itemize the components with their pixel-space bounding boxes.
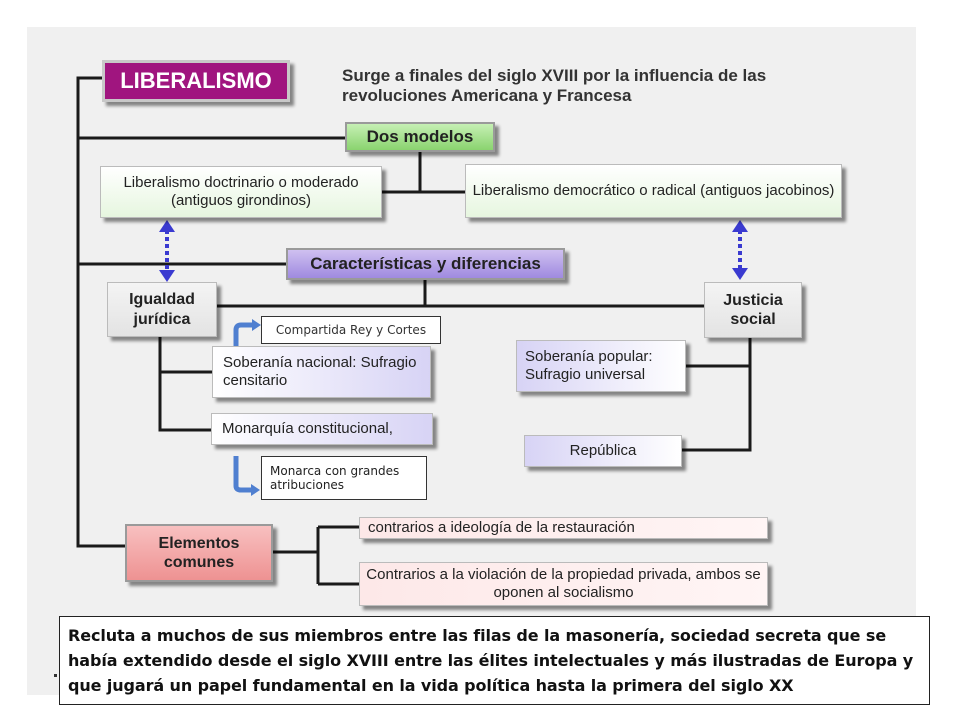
igualdad-to-monarquia (158, 337, 211, 432)
elementos-comunes-box: Elementos comunes (125, 524, 273, 582)
republica-box: República (524, 435, 682, 467)
masoneria-text-box: Recluta a muchos de sus miembros entre l… (59, 616, 930, 705)
justicia-to-republica (682, 338, 752, 452)
stray-dot (54, 674, 57, 677)
caracteristicas-diferencias-box: Características y diferencias (286, 248, 565, 280)
monarca-note: Monarca con grandes atribuciones (261, 456, 427, 500)
monarquia-constitucional-box: Monarquía constitucional, (211, 413, 433, 445)
compartida-note: Compartida Rey y Cortes (261, 316, 441, 344)
dos-modelos-box: Dos modelos (345, 122, 495, 152)
contrarios-restauracion-box: contrarios a ideología de la restauració… (359, 517, 768, 539)
soberania-popular-box: Soberanía popular: Sufragio universal (516, 340, 686, 392)
main-spine-connector (76, 76, 125, 548)
intro-text: Surge a finales del siglo XVIII por la i… (342, 66, 767, 106)
right-double-arrow (732, 220, 748, 280)
justicia-social-box: Justicia social (704, 282, 802, 338)
bent-arrow-monarca (233, 456, 260, 496)
liberalismo-title-box: LIBERALISMO (102, 60, 290, 102)
soberania-nacional-box: Soberanía nacional: Sufragio censitario (212, 346, 431, 398)
left-double-arrow (159, 220, 175, 282)
bent-arrow-compartida (233, 319, 261, 346)
liberalismo-doctrinario-box: Liberalismo doctrinario o moderado (anti… (100, 166, 382, 218)
igualdad-juridica-box: Igualdad jurídica (107, 282, 217, 337)
liberalismo-democratico-box: Liberalismo democrático o radical (antig… (465, 164, 842, 218)
contrarios-propiedad-box: Contrarios a la violación de la propieda… (359, 562, 768, 606)
